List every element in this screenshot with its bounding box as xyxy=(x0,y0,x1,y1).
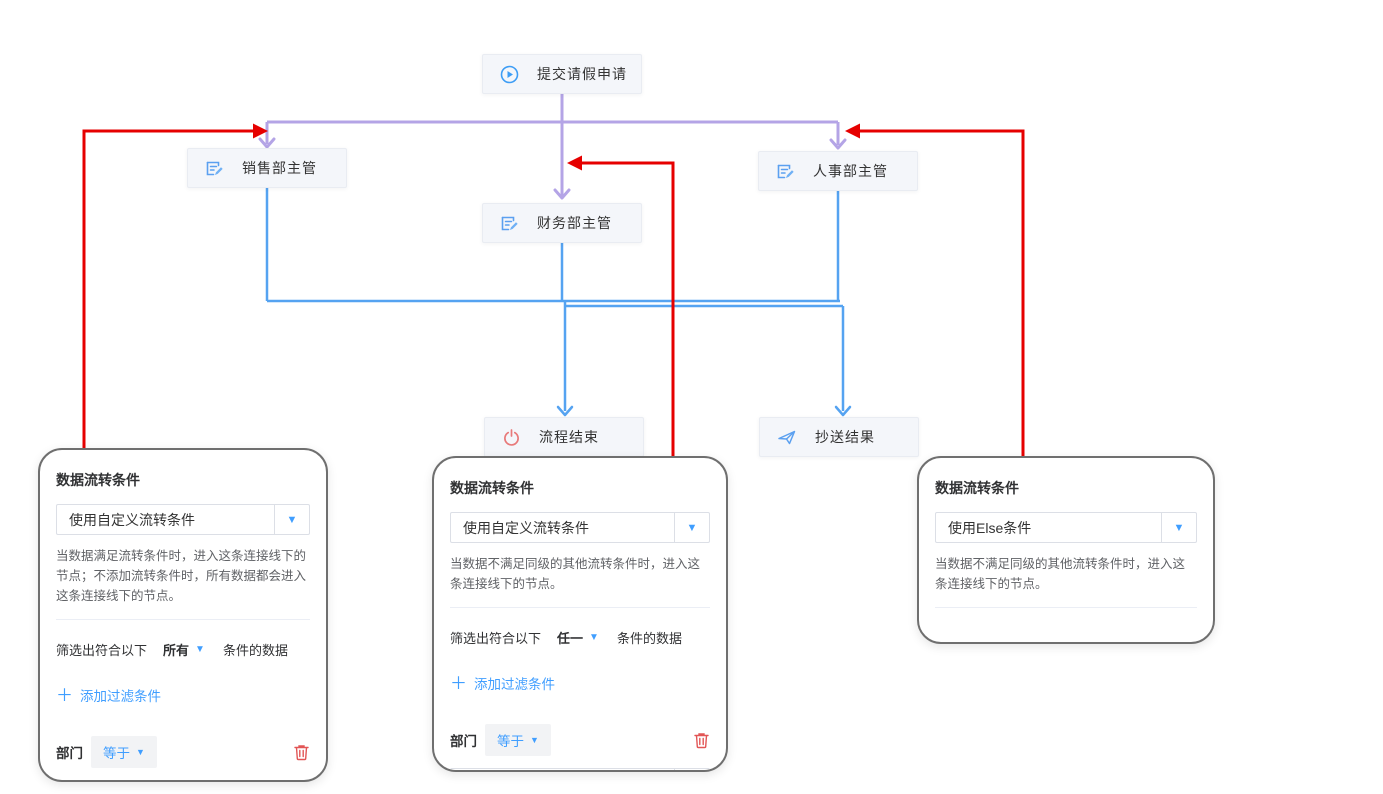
node-finance-manager[interactable]: 财务部主管 xyxy=(482,203,642,243)
condition-panel-sales: 数据流转条件 使用自定义流转条件 ▼ 当数据满足流转条件时，进入这条连接线下的节… xyxy=(38,448,328,782)
edit-doc-icon xyxy=(206,161,223,175)
match-mode-select[interactable]: 任一 xyxy=(557,631,584,646)
node-label: 财务部主管 xyxy=(537,215,612,231)
edit-doc-icon xyxy=(501,216,518,230)
condition-type-value: 使用Else条件 xyxy=(948,519,1032,536)
delete-rule-button[interactable] xyxy=(293,743,310,761)
node-label: 人事部主管 xyxy=(813,163,888,179)
panel-pointer-arrows xyxy=(82,123,1025,458)
power-icon xyxy=(504,428,519,446)
node-end[interactable]: 流程结束 xyxy=(484,417,644,457)
rule-row: 部门 等于 ▼ xyxy=(56,735,310,768)
node-hr-manager[interactable]: 人事部主管 xyxy=(758,151,918,191)
node-start[interactable]: 提交请假申请 xyxy=(482,54,642,94)
delete-rule-button[interactable] xyxy=(693,731,710,749)
condition-description: 当数据满足流转条件时，进入这条连接线下的节点；不添加流转条件时，所有数据都会进入… xyxy=(56,549,307,603)
trash-icon xyxy=(694,732,709,748)
filter-suffix: 条件的数据 xyxy=(616,631,682,646)
chevron-down-icon[interactable]: ▼ xyxy=(195,644,205,655)
send-icon xyxy=(778,430,796,444)
add-filter-button[interactable]: ＋ 添加过滤条件 xyxy=(450,673,555,693)
add-filter-button[interactable]: ＋ 添加过滤条件 xyxy=(56,685,161,705)
condition-description: 当数据不满足同级的其他流转条件时，进入这条连接线下的节点。 xyxy=(935,557,1186,591)
chevron-down-icon[interactable]: ▼ xyxy=(274,781,309,783)
edge-start-branches xyxy=(258,94,847,200)
panel-title: 数据流转条件 xyxy=(56,472,140,488)
add-filter-label: 添加过滤条件 xyxy=(80,689,161,704)
plus-icon: ＋ xyxy=(56,685,73,705)
rule-value: 销售部 xyxy=(57,781,274,783)
chevron-down-icon: ▼ xyxy=(136,746,145,757)
condition-type-value: 使用自定义流转条件 xyxy=(69,511,195,528)
chevron-down-icon[interactable]: ▼ xyxy=(674,768,709,770)
play-circle-icon xyxy=(500,65,519,83)
add-filter-label: 添加过滤条件 xyxy=(474,677,555,692)
rule-value: 财务部 xyxy=(451,769,674,771)
condition-panel-else: 数据流转条件 使用Else条件 ▼ 当数据不满足同级的其他流转条件时，进入这条连… xyxy=(917,456,1215,644)
edge-branches-endings xyxy=(265,188,852,417)
chevron-down-icon[interactable]: ▼ xyxy=(674,513,709,542)
node-label: 提交请假申请 xyxy=(537,66,627,82)
filter-match-row: 筛选出符合以下 任一 ▼ 条件的数据 xyxy=(450,628,710,647)
operator-value: 等于 xyxy=(103,745,130,761)
plus-icon: ＋ xyxy=(450,673,467,693)
operator-select[interactable]: 等于 ▼ xyxy=(485,723,551,756)
rule-value-select[interactable]: 销售部 ▼ xyxy=(56,779,310,783)
filter-match-row: 筛选出符合以下 所有 ▼ 条件的数据 xyxy=(56,640,310,659)
node-label: 流程结束 xyxy=(539,429,599,445)
operator-value: 等于 xyxy=(497,733,524,749)
edit-doc-icon xyxy=(777,164,794,178)
divider xyxy=(935,607,1197,608)
condition-description: 当数据不满足同级的其他流转条件时，进入这条连接线下的节点。 xyxy=(450,557,701,591)
condition-type-value: 使用自定义流转条件 xyxy=(463,519,589,536)
filter-prefix: 筛选出符合以下 xyxy=(56,643,148,658)
rule-field-label: 部门 xyxy=(56,745,83,761)
condition-type-select[interactable]: 使用自定义流转条件 ▼ xyxy=(56,504,310,535)
node-cc-result[interactable]: 抄送结果 xyxy=(759,417,919,457)
chevron-down-icon[interactable]: ▼ xyxy=(274,505,309,534)
filter-suffix: 条件的数据 xyxy=(222,643,288,658)
panel-title: 数据流转条件 xyxy=(450,480,534,496)
divider xyxy=(56,619,310,620)
condition-panel-finance: 数据流转条件 使用自定义流转条件 ▼ 当数据不满足同级的其他流转条件时，进入这条… xyxy=(432,456,728,772)
node-label: 销售部主管 xyxy=(242,160,317,176)
condition-type-select[interactable]: 使用自定义流转条件 ▼ xyxy=(450,512,710,543)
rule-row: 部门 等于 ▼ xyxy=(450,723,710,756)
chevron-down-icon: ▼ xyxy=(530,734,539,745)
trash-icon xyxy=(294,744,309,760)
condition-type-select[interactable]: 使用Else条件 ▼ xyxy=(935,512,1197,543)
match-mode-select[interactable]: 所有 xyxy=(163,643,190,658)
panel-title: 数据流转条件 xyxy=(935,480,1019,496)
chevron-down-icon[interactable]: ▼ xyxy=(589,632,599,643)
operator-select[interactable]: 等于 ▼ xyxy=(91,735,157,768)
rule-value-select[interactable]: 财务部 ▼ xyxy=(450,767,710,771)
chevron-down-icon[interactable]: ▼ xyxy=(1161,513,1196,542)
filter-prefix: 筛选出符合以下 xyxy=(450,631,542,646)
divider xyxy=(450,607,710,608)
rule-field-label: 部门 xyxy=(450,733,477,749)
node-sales-manager[interactable]: 销售部主管 xyxy=(187,148,347,188)
node-label: 抄送结果 xyxy=(815,429,875,445)
